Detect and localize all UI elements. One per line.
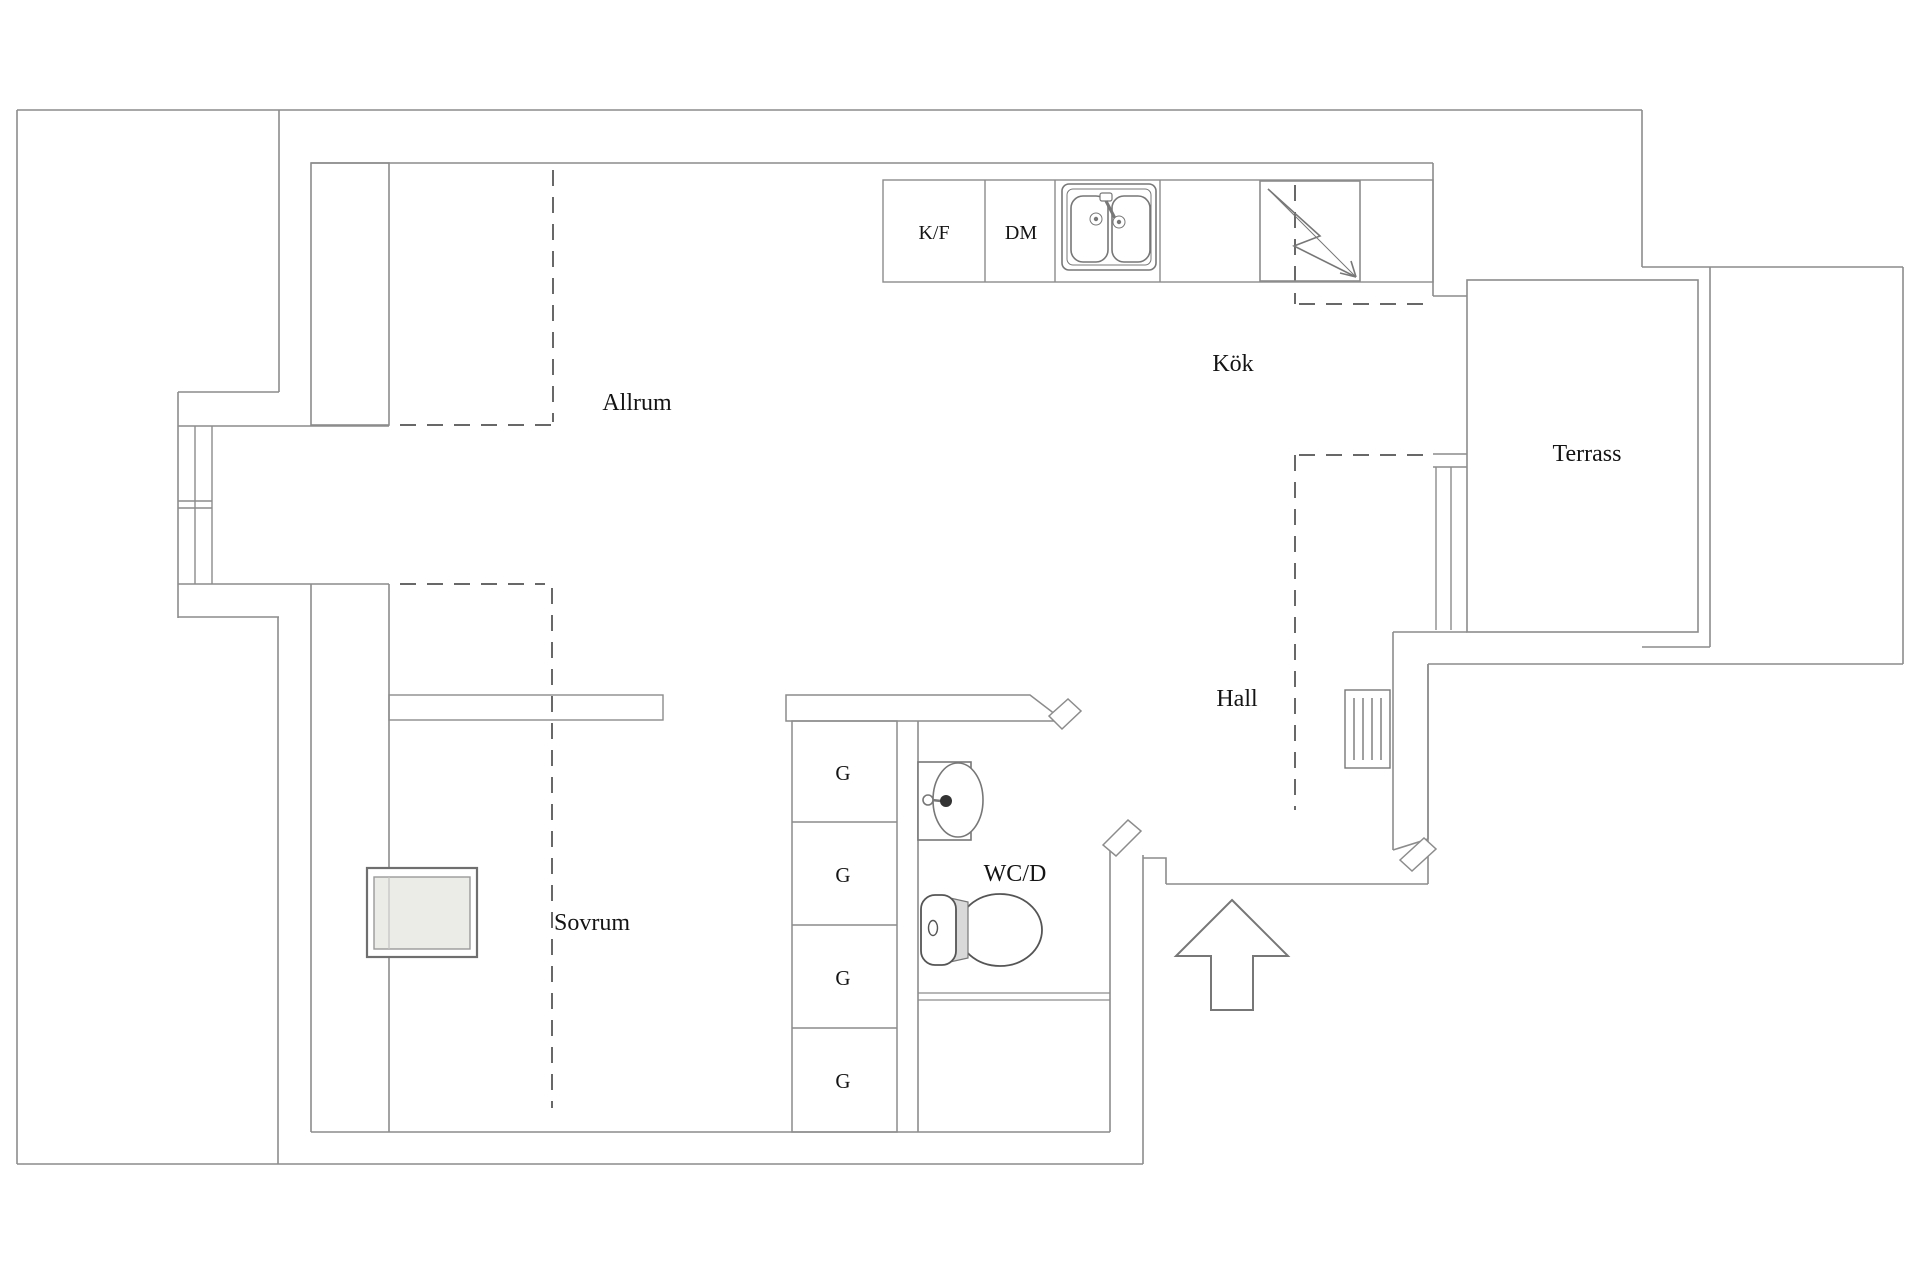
room-label-wcd: WC/D xyxy=(984,861,1047,887)
terrace-outline xyxy=(1393,267,1711,648)
kitchen-label-dm: DM xyxy=(1005,222,1037,244)
room-label-allrum: Allrum xyxy=(602,390,672,416)
stove-icon xyxy=(1259,180,1361,282)
half-wall-shelf xyxy=(388,694,664,721)
bathroom xyxy=(917,721,1110,1132)
kitchen-label-kf: K/F xyxy=(918,222,949,244)
entrance-arrow-icon xyxy=(1173,898,1291,1011)
door-jambs xyxy=(1047,697,1438,873)
wardrobe-label: G xyxy=(835,761,850,785)
room-label-sovrum: Sovrum xyxy=(554,910,630,936)
wardrobe-label: G xyxy=(835,966,850,990)
window-left-icon xyxy=(178,426,213,584)
door-jamb-icon xyxy=(1047,697,1083,731)
roof-window-icon xyxy=(365,866,479,959)
wardrobe-label: G xyxy=(835,863,850,887)
room-label-terrass: Terrass xyxy=(1553,441,1622,467)
kitchen-counter xyxy=(882,179,1434,283)
shower-partition xyxy=(918,992,1110,1001)
room-label-kok: Kök xyxy=(1212,351,1253,377)
ceiling-height-dashed-lines xyxy=(400,170,1430,1108)
kitchen-sink-icon xyxy=(1061,183,1157,271)
radiator-icon xyxy=(1344,689,1391,769)
terrace-door-icon xyxy=(1433,453,1467,630)
room-label-hall: Hall xyxy=(1216,686,1258,712)
wardrobe-label: G xyxy=(835,1069,850,1093)
door-jamb-icon xyxy=(1101,818,1143,858)
walls xyxy=(16,109,1904,1165)
wardrobe-header-wall xyxy=(785,694,1067,722)
toilet-icon xyxy=(920,893,1043,967)
door-jamb-icon xyxy=(1398,836,1438,873)
wash-basin-icon xyxy=(917,761,984,841)
